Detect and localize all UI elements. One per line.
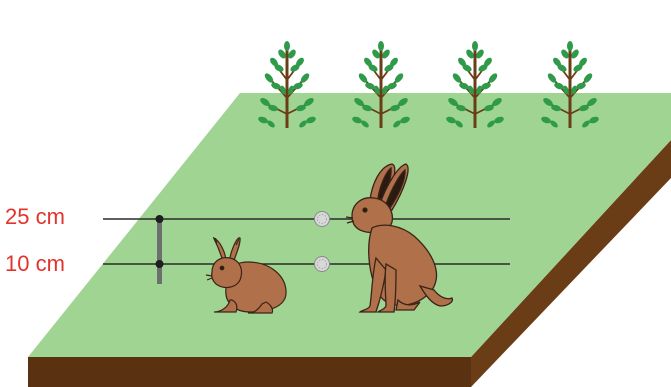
insulator-icon (314, 256, 330, 272)
lower-wire-height-label: 10 cm (5, 251, 65, 276)
upper-wire-height-label: 25 cm (5, 204, 65, 229)
fence-post (157, 216, 162, 284)
lower-wire-clip (155, 260, 164, 268)
upper-wire-clip (155, 215, 164, 223)
grass-field (28, 93, 671, 357)
soil-side (471, 140, 671, 387)
rabbit-icon (205, 237, 287, 314)
soil-front (28, 357, 471, 387)
insulator-icon (314, 211, 330, 227)
hare-icon (345, 163, 454, 313)
